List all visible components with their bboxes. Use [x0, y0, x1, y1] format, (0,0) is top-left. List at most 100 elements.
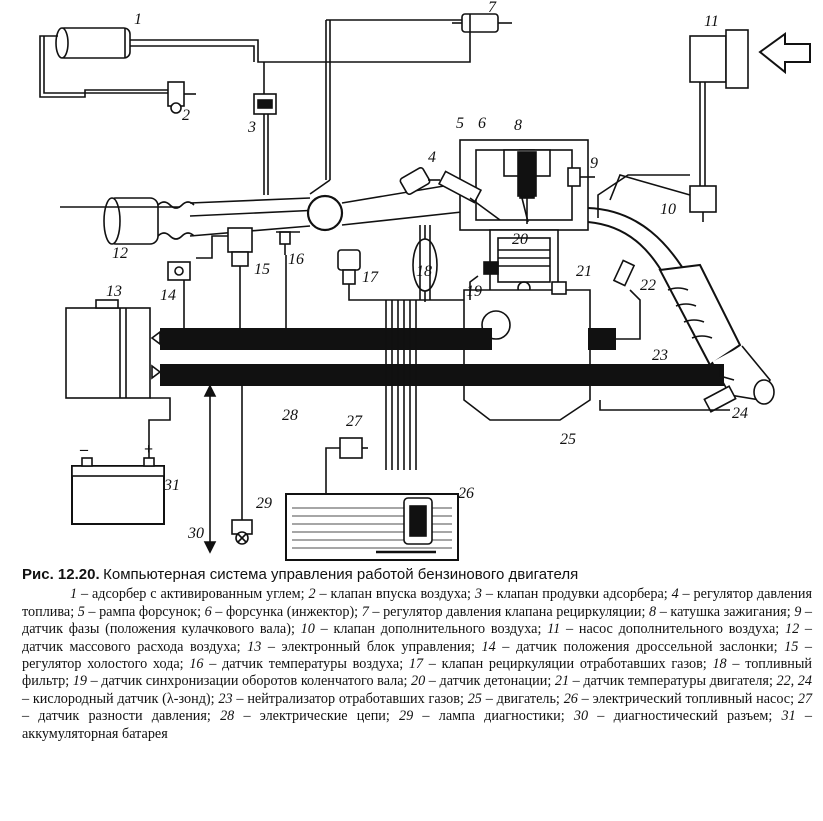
legend-item-number: 10: [300, 621, 315, 638]
callout-14: 14: [160, 287, 176, 304]
legend-item-number: 31: [781, 708, 796, 725]
legend-item: 15 – регулятор холостого хода;: [22, 638, 813, 673]
ignition-coil: [503, 149, 551, 224]
legend-item-number: 7: [361, 603, 369, 620]
legend-item-number: 25: [467, 690, 482, 707]
legend-item: 9 – датчик фазы (положения кулачкового в…: [22, 603, 813, 638]
legend-item: 12 – датчик массового расхода воздуха;: [22, 621, 813, 655]
legend-item-text: клапан продувки адсорбера: [496, 586, 664, 603]
legend-item: 8 – катушка зажигания;: [649, 603, 795, 620]
legend-item: 16 – датчик температуры воздуха;: [189, 656, 409, 673]
legend-item: 22, 24 – кислородный датчик (λ-зонд);: [22, 673, 812, 707]
legend-item: 7 – регулятор давления клапана рециркуля…: [361, 603, 650, 620]
legend-item-number: 6: [204, 603, 212, 620]
legend-item-text: регулятор холостого хода: [22, 656, 180, 673]
legend-item-text: катушка зажигания: [670, 603, 787, 620]
legend-item-text: форсунка (инжектор): [225, 603, 355, 620]
legend-item-text: лампа диагностики: [438, 708, 561, 725]
legend-item: 23 – нейтрализатор отработавших газов;: [218, 690, 468, 707]
engine-temperature-sensor: [551, 281, 567, 295]
battery-plus: +: [144, 441, 153, 458]
fuel-filter: [412, 225, 438, 302]
legend-item-text: датчик температуры воздуха: [222, 656, 400, 673]
legend-item: 1 – адсорбер с активированным углем;: [70, 586, 309, 603]
figure-legend: 1 – адсорбер с активированным углем; 2 –…: [22, 586, 812, 743]
callout-10: 10: [660, 201, 676, 218]
electronic-control-unit: [65, 299, 162, 399]
egr-valve: [337, 249, 470, 301]
figure-caption: Рис. 12.20. Компьютерная система управле…: [22, 566, 812, 743]
legend-item-text: нейтрализатор отработавших газов: [247, 690, 460, 707]
legend-item-number: 19: [72, 673, 87, 690]
battery-minus: –: [79, 441, 89, 458]
legend-item-number: 30: [573, 708, 589, 725]
legend-item-text: регулятор давления клапана рециркуляции: [383, 603, 642, 620]
callout-31: 31: [163, 477, 180, 494]
callout-20: 20: [512, 231, 528, 248]
legend-item: 17 – клапан рециркуляции отработавших га…: [408, 656, 713, 673]
callout-6: 6: [478, 115, 486, 132]
legend-item: 20 – датчик детонации;: [411, 673, 555, 690]
legend-item-text: адсорбер с активированным углем: [91, 586, 301, 603]
legend-item-number: 29: [399, 708, 414, 725]
legend-item-number: 11: [547, 621, 561, 638]
legend-item-text: рампа форсунок: [99, 603, 198, 620]
camshaft-position-sensor: [567, 167, 595, 187]
legend-item-number: 12: [784, 621, 800, 638]
legend-item: 14 – датчик положения дроссельной заслон…: [481, 638, 785, 655]
callout-16: 16: [288, 251, 304, 268]
legend-item-text: датчик разности давления: [38, 708, 207, 725]
legend-item-number: 20: [411, 673, 426, 690]
caption-title: Рис. 12.20. Компьютерная система управле…: [22, 566, 812, 584]
legend-item-text: датчик фазы (положения кулачкового вала): [22, 621, 291, 638]
oxygen-sensor-downstream: [703, 385, 737, 413]
legend-item: 13 – электронный блок управления;: [247, 638, 482, 655]
secondary-air-valve: [689, 185, 717, 222]
legend-item-number: 5: [77, 603, 85, 620]
callout-11: 11: [704, 13, 719, 30]
legend-item-text: регулятор давления топлива: [22, 586, 813, 620]
callout-22: 22: [640, 277, 656, 294]
callout-13: 13: [106, 283, 122, 300]
legend-item-text: датчик положения дроссельной заслонки: [515, 638, 774, 655]
callout-numbers: 1 2 3 4 5 6 7 8 9 10 11 12 13 14 15 16 1…: [79, 0, 748, 542]
callout-4: 4: [428, 149, 436, 166]
legend-item-number: 18: [712, 656, 727, 673]
engine-control-diagram: 1 2 3 4 5 6 7 8 9 10 11 12 13 14 15 16 1…: [39, 0, 811, 561]
legend-item-text: клапан дополнительного воздуха: [333, 621, 538, 638]
legend-item-text: топливный фильтр: [22, 656, 812, 690]
legend-item-number: 8: [649, 603, 657, 620]
callout-5: 5: [456, 115, 464, 132]
legend-item: 10 – клапан дополнительного воздуха;: [300, 621, 548, 638]
legend-item: 11 – насос дополнительного воздуха;: [547, 621, 785, 638]
callout-18: 18: [416, 263, 432, 280]
throttle-position-sensor: [167, 261, 191, 281]
legend-item-number: 1: [70, 586, 78, 603]
legend-item-text: датчик синхронизации оборотов коленчатог…: [101, 673, 404, 690]
legend-item: 21 – датчик температуры двигателя;: [554, 673, 777, 690]
battery: [71, 397, 171, 525]
legend-item: 29 – лампа диагностики;: [399, 708, 574, 725]
legend-item: 28 – электрические цепи;: [220, 708, 400, 725]
callout-8: 8: [514, 117, 522, 134]
figure-label: Рис. 12.20.: [22, 566, 100, 583]
callout-2: 2: [182, 107, 190, 124]
legend-item: 19 – датчик синхронизации оборотов колен…: [72, 673, 412, 690]
legend-item-text: диагностический разъем: [613, 708, 769, 725]
callout-12: 12: [112, 245, 128, 262]
callout-1: 1: [134, 11, 142, 28]
legend-item-text: клапан рециркуляции отработавших газов: [441, 656, 703, 673]
legend-item-text: клапан впуска воздуха: [330, 586, 468, 603]
legend-item-number: 2: [308, 586, 316, 603]
legend-item: 30 – диагностический разъем;: [573, 708, 782, 725]
legend-item-number: 4: [671, 586, 679, 603]
legend-item: 31 – аккумуляторная батарея: [22, 708, 813, 742]
legend-item-text: электрические цепи: [259, 708, 386, 725]
secondary-air-pump: [689, 29, 811, 89]
legend-item-number: 16: [189, 656, 204, 673]
legend-item-number: 27: [797, 690, 813, 707]
callout-21: 21: [576, 263, 592, 280]
electric-fuel-pump: [376, 497, 436, 554]
callout-30: 30: [187, 525, 204, 542]
legend-item-number: 13: [247, 638, 262, 655]
